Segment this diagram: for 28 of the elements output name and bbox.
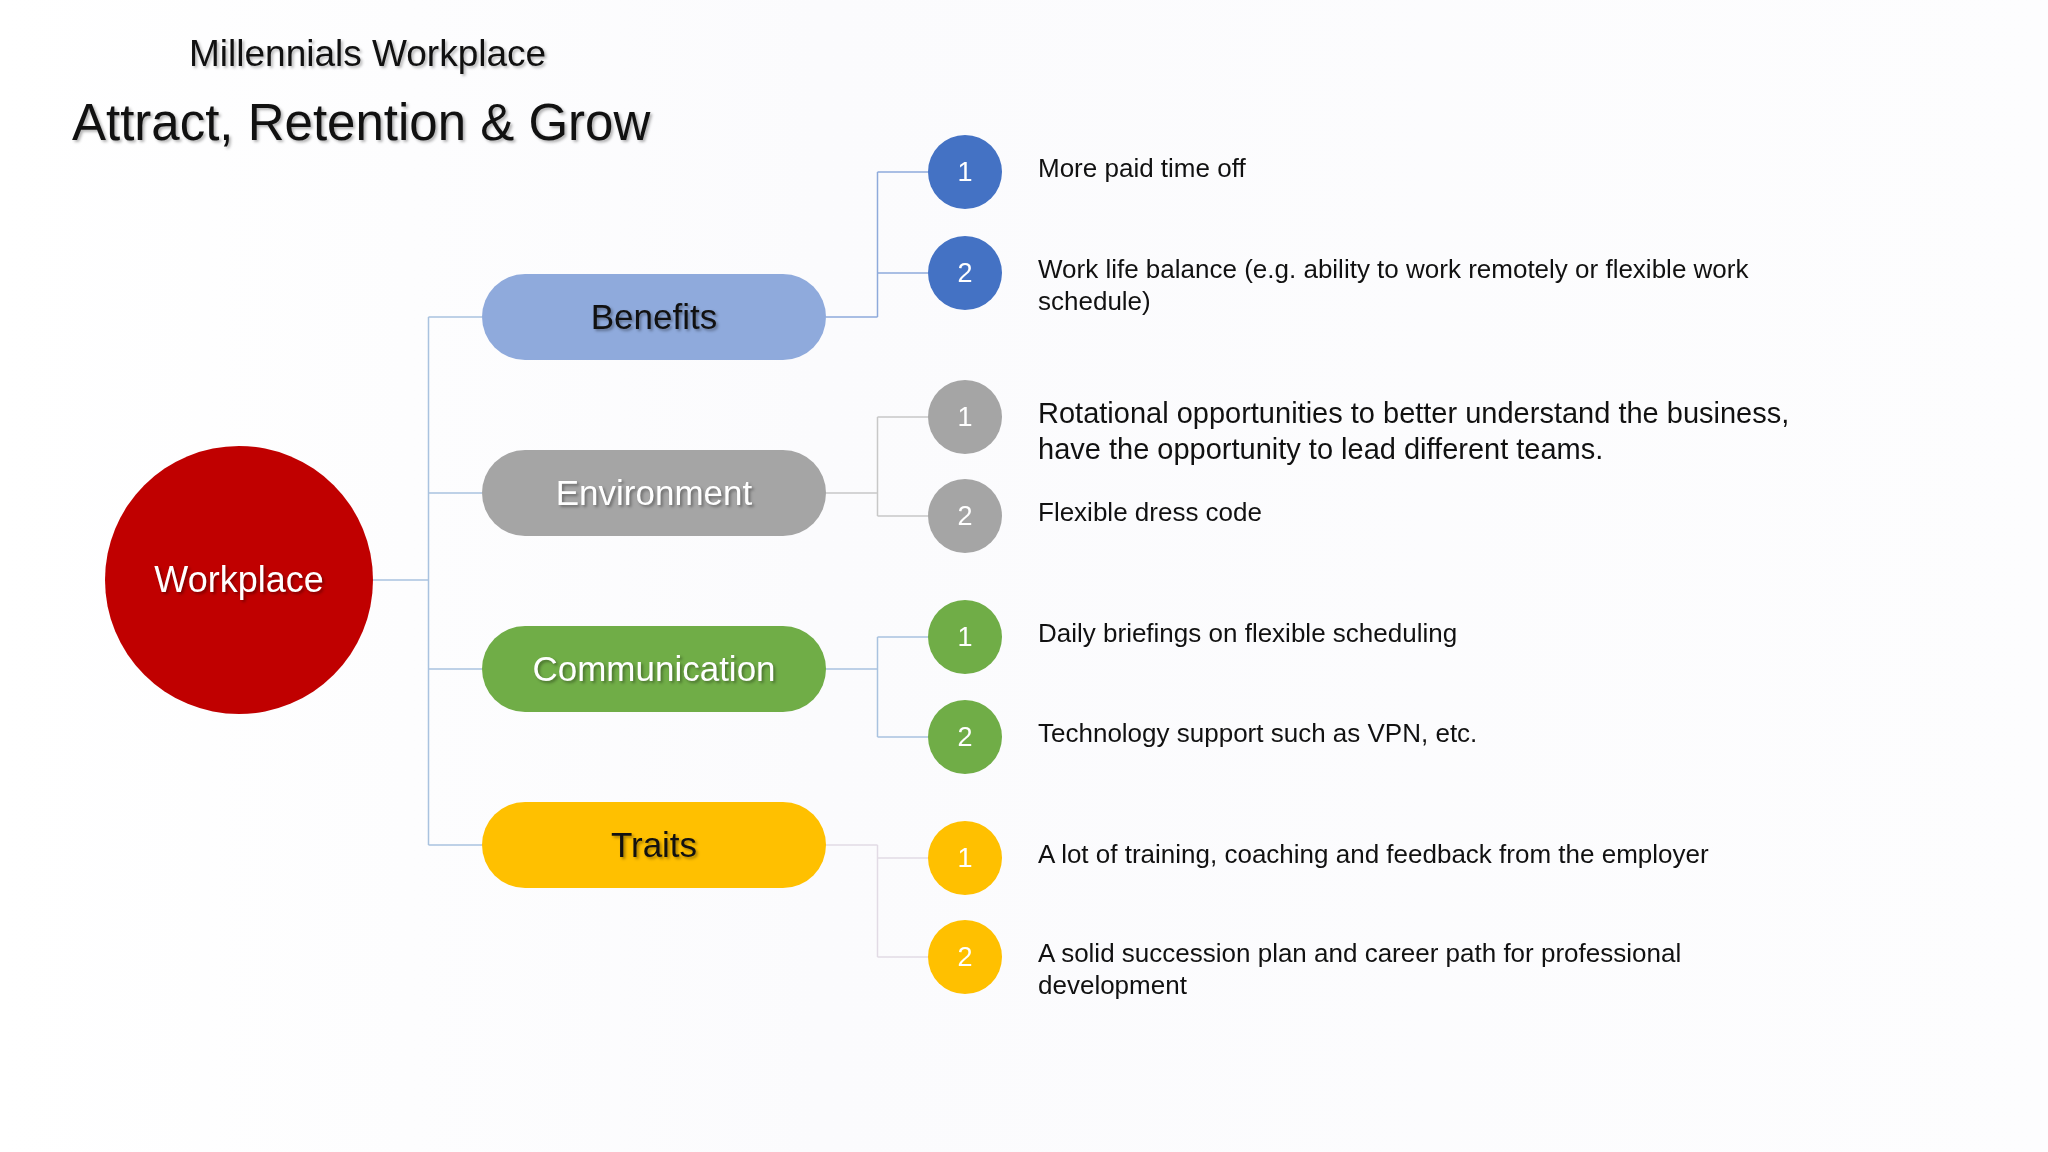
- item-description: Daily briefings on flexible scheduling: [1038, 618, 1459, 650]
- category-pill: Communication: [482, 626, 826, 712]
- number-circle: 2: [928, 236, 1002, 310]
- connector-line: [825, 416, 929, 517]
- number-circle: 1: [928, 380, 1002, 454]
- item-description: Rotational opportunities to better understand the business, have the opportunity to lead different teams.: [1038, 396, 1791, 467]
- category-pill: Benefits: [482, 274, 826, 360]
- item-description: More paid time off: [1038, 153, 1247, 185]
- connector-line: [825, 171, 929, 318]
- number-circle: 2: [928, 700, 1002, 774]
- category-pill: Traits: [482, 802, 826, 888]
- connector-line: [372, 316, 483, 846]
- category-pill: Environment: [482, 450, 826, 536]
- subtitle: Attract, Retention & Grow: [72, 93, 651, 153]
- hub-circle: Workplace: [105, 446, 373, 714]
- connector-line: [825, 844, 929, 958]
- number-circle: 2: [928, 479, 1002, 553]
- title: Millennials Workplace: [189, 32, 547, 76]
- number-circle: 1: [928, 135, 1002, 209]
- item-description: Technology support such as VPN, etc.: [1038, 718, 1479, 750]
- item-description: A solid succession plan and career path for professional development: [1038, 938, 1683, 1002]
- item-description: A lot of training, coaching and feedback from the employer: [1038, 839, 1710, 871]
- number-circle: 1: [928, 600, 1002, 674]
- number-circle: 1: [928, 821, 1002, 895]
- connector-line: [825, 636, 929, 738]
- number-circle: 2: [928, 920, 1002, 994]
- item-description: Work life balance (e.g. ability to work remotely or flexible work schedule): [1038, 254, 1750, 318]
- item-description: Flexible dress code: [1038, 497, 1263, 529]
